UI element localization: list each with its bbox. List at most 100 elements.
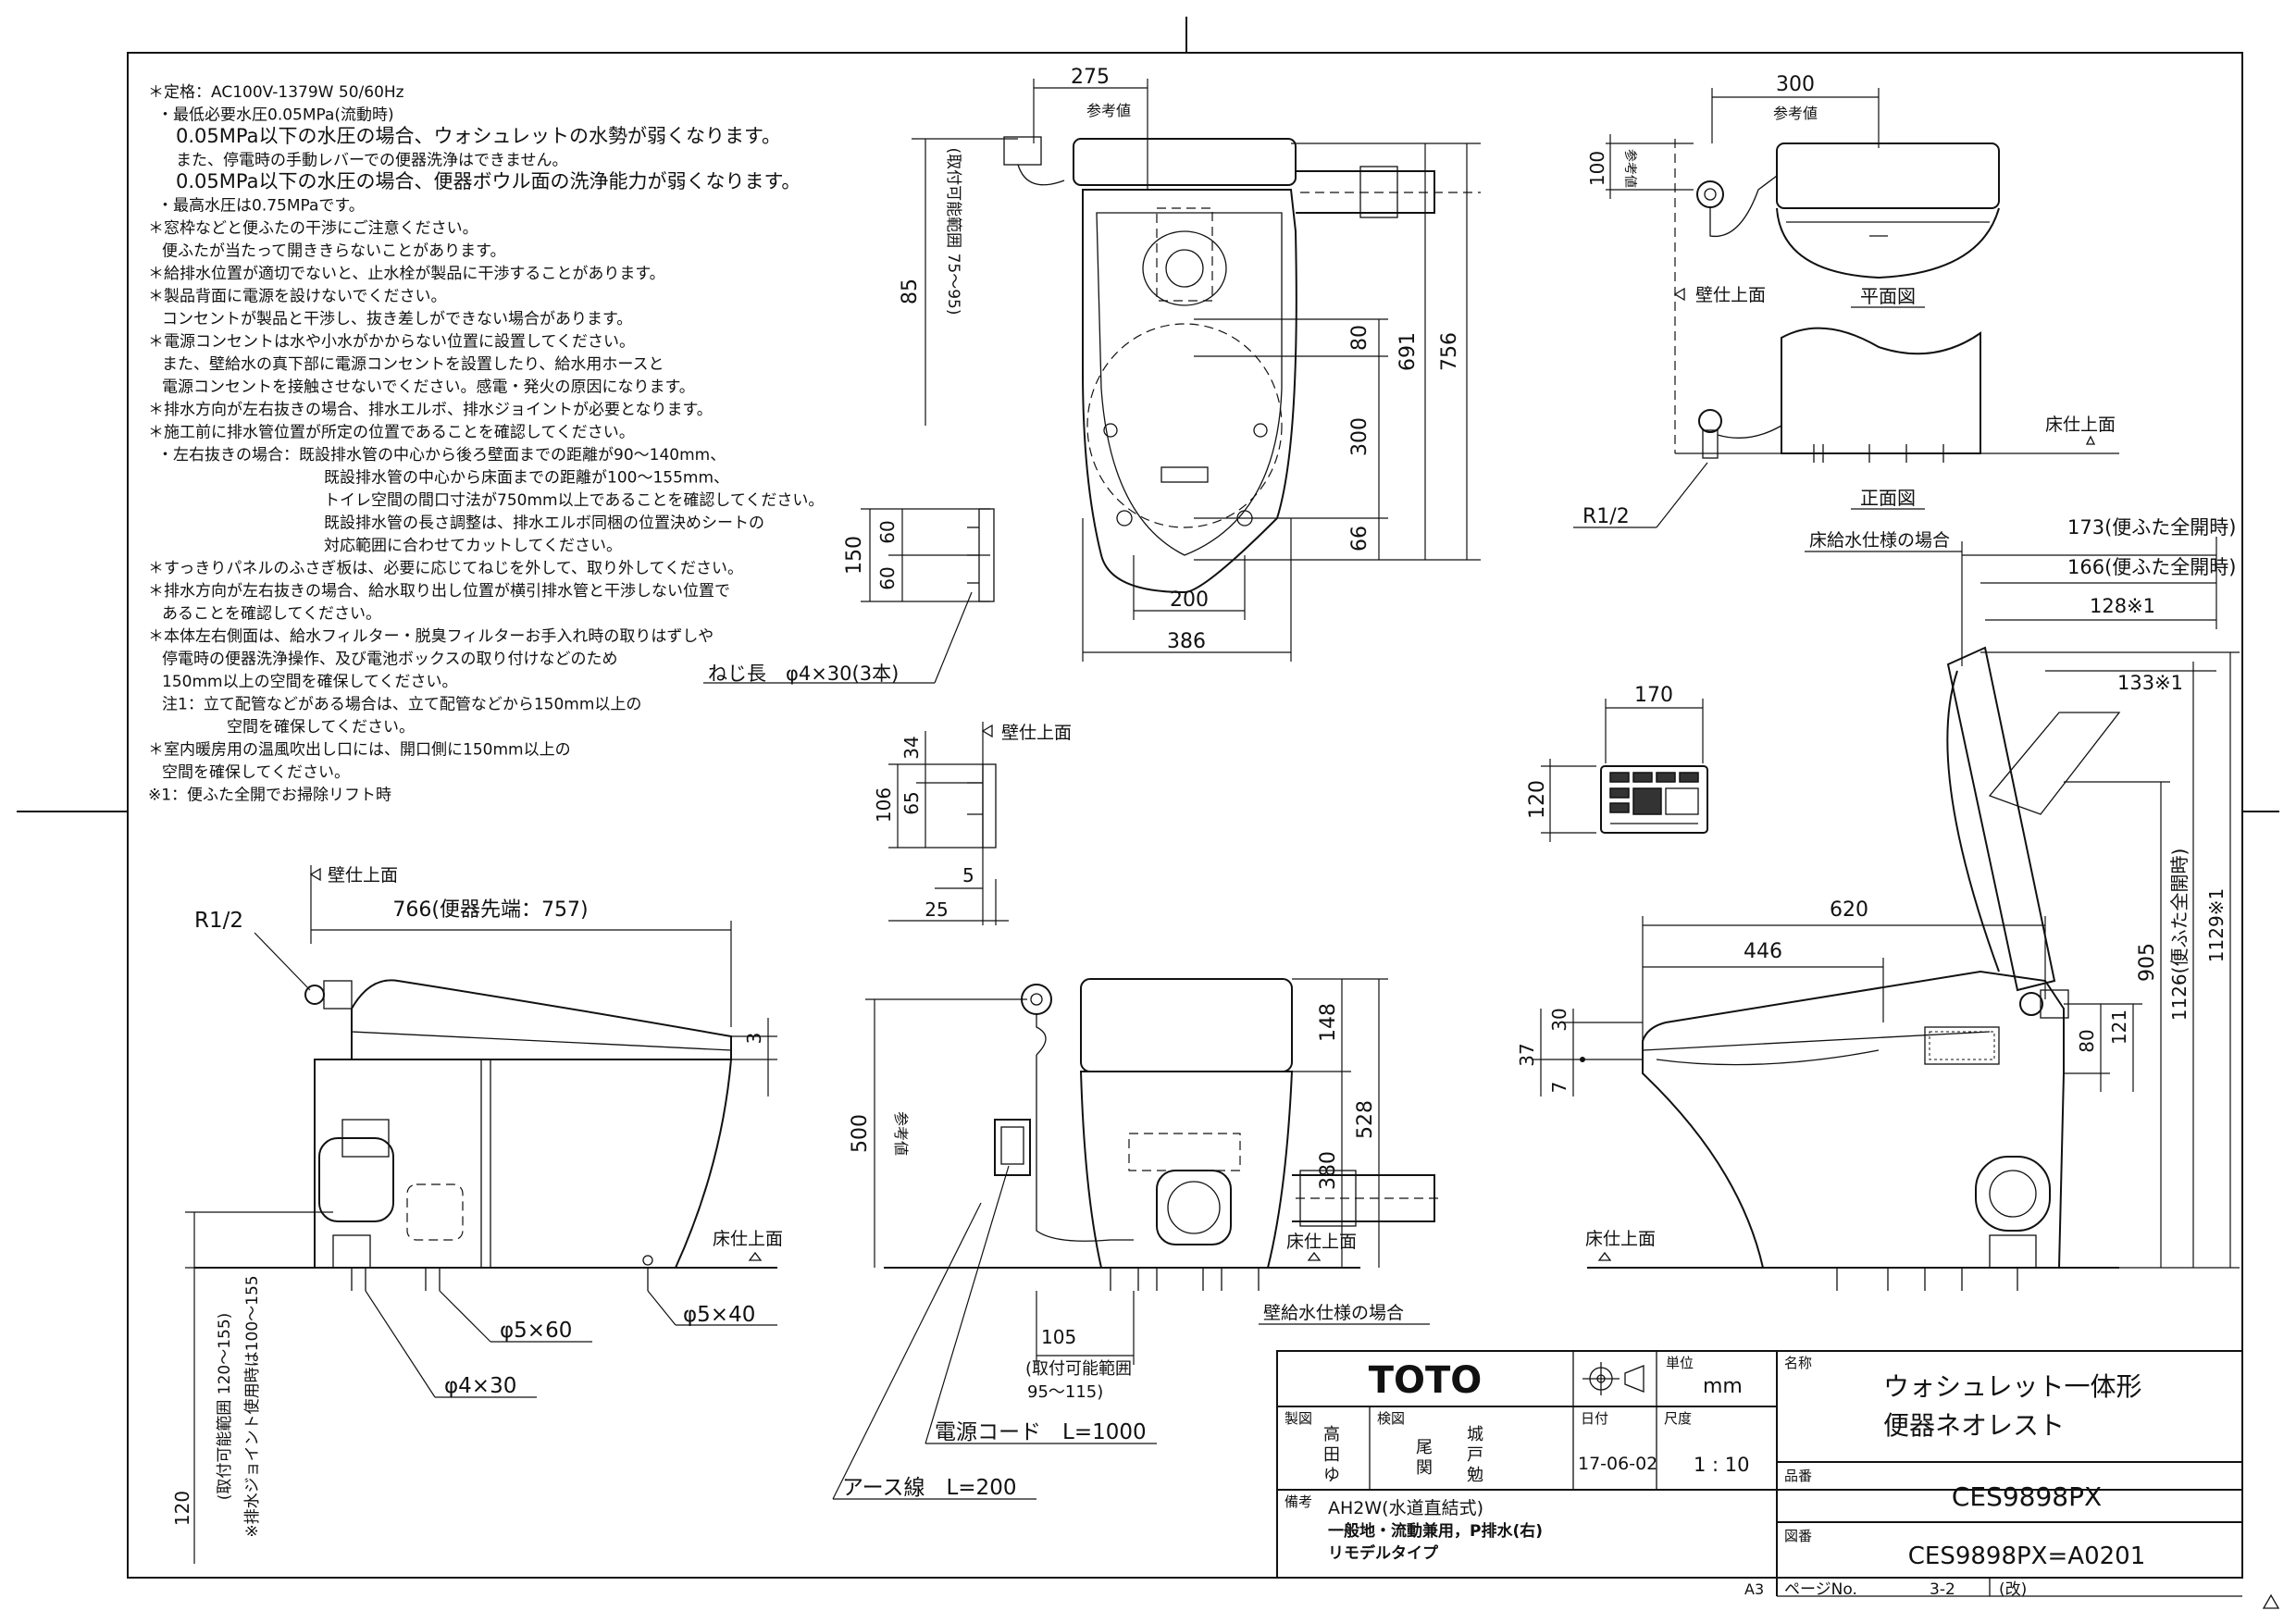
note-line: 既設排水管の長さ調整は、排水エルボ同梱の位置決めシートの	[324, 514, 764, 533]
dim-691: 691	[1396, 332, 1420, 371]
label-kabe-top-mid: 壁仕上面	[1001, 723, 1072, 743]
note-line: コンセントが製品と干渉し、抜き差しができない場合があります。	[162, 310, 632, 328]
dim-173: 173(便ふた全開時)	[2067, 516, 2236, 539]
kenzu-name-1: 尾	[1416, 1438, 1433, 1457]
page-value: 3-2	[1930, 1580, 1955, 1599]
bracket-detail-middle: 壁仕上面 34 65 106 5 25	[873, 722, 1072, 925]
note-line: ＊排水方向が左右抜きの場合、排水エルボ、排水ジョイントが必要となります。	[148, 401, 713, 419]
label-phi4x30: φ4×30	[444, 1374, 516, 1398]
note-line: ※1：便ふた全開でお掃除リフト時	[148, 787, 391, 805]
dim-100: 100	[1586, 151, 1608, 186]
biko-line-2: 一般地・流動兼用，P排水(右)	[1328, 1521, 1543, 1541]
note-line: ・最低必要水圧0.05MPa(流動時)	[157, 106, 394, 125]
label-kabe-kyusui: 壁給水仕様の場合	[1263, 1303, 1404, 1323]
meisho-line-2: 便器ネオレスト	[1883, 1410, 2065, 1441]
dim-1129: 1129※1	[2205, 888, 2228, 962]
label-yuka-top-side: 床仕上面	[713, 1229, 783, 1249]
title-block: TOTO 単位 mm 製図 高 田 ゆ 検図 尾 関 城 戸 勉 日付 17-0…	[1276, 1350, 2243, 1599]
note-line: 停電時の便器洗浄操作、及び電池ボックスの取り付けなどのため	[162, 650, 618, 669]
note-line: 150mm以上の空間を確保してください。	[162, 673, 458, 691]
dim-3: 3	[743, 1033, 765, 1045]
seizu-name-1: 高	[1323, 1425, 1340, 1444]
dim-66-top: 66	[1348, 526, 1371, 551]
dim-60b: 60	[876, 566, 899, 589]
dim-120-remote: 120	[1526, 780, 1549, 819]
dim-756: 756	[1438, 332, 1461, 371]
dim-300-top: 300	[1348, 417, 1371, 456]
tani-value: mm	[1703, 1375, 1743, 1398]
dim-905: 905	[2136, 943, 2159, 982]
dim-105: 105	[1041, 1326, 1076, 1348]
label-neji: ねじ長 φ4×30(3本)	[708, 663, 899, 685]
range-95-115-b: 95～115)	[1027, 1382, 1103, 1402]
note-line: 便ふたが当たって開ききらないことがあります。	[162, 242, 505, 261]
note-line: 対応範囲に合わせてカットしてください。	[324, 537, 622, 555]
dim-37: 37	[1516, 1043, 1538, 1066]
note-line: ＊電源コンセントは水や小水がかからない位置に設置してください。	[148, 333, 635, 352]
sheet-border	[127, 52, 2243, 1579]
kenzu-label: 検図	[1377, 1410, 1405, 1427]
hinban-label: 品番	[1784, 1468, 1812, 1484]
dim-1126: 1126(便ふた全開時)	[2168, 849, 2191, 1022]
brand-logo: TOTO	[1369, 1359, 1483, 1402]
range-75-95: (取付可能範囲 75～95)	[944, 148, 962, 316]
dim-106: 106	[873, 787, 895, 823]
label-sankouchi-top: 参考値	[1086, 102, 1131, 119]
top-plan-view: 275 参考値 80 300 66 691 756	[899, 66, 1481, 662]
note-line: ＊定格：AC100V-1379W 50/60Hz	[148, 83, 404, 102]
note-line: ＊窓枠などと便ふたの干渉にご注意ください。	[148, 219, 478, 238]
dim-275: 275	[1071, 66, 1110, 89]
label-phi5x40: φ5×40	[683, 1303, 755, 1327]
note-line: ＊施工前に排水管位置が所定の位置であることを確認してください。	[148, 424, 635, 442]
label-kabe-top-side: 壁仕上面	[328, 865, 398, 886]
note-line: ＊本体左右側面は、給水フィルター・脱臭フィルターお手入れ時の取りはずしや	[148, 627, 714, 646]
dim-446: 446	[1744, 940, 1782, 963]
zuban-value: CES9898PX=A0201	[1908, 1542, 2145, 1570]
hizuke-value: 17-06-02	[1578, 1454, 1657, 1474]
front-view-wall-supply: 床仕上面 148 380 528 500 参考値 壁給水仕様の場合 105 (取…	[832, 978, 1444, 1500]
hinban-value: CES9898PX	[1952, 1481, 2102, 1512]
dim-386: 386	[1167, 630, 1206, 653]
label-sankouchi-plan: 参考値	[1773, 105, 1818, 122]
shakudo-label: 尺度	[1664, 1410, 1692, 1427]
dim-766: 766(便器先端：757)	[392, 898, 588, 922]
dim-80-top: 80	[1348, 325, 1371, 351]
page-label: ページNo.	[1784, 1580, 1857, 1599]
dim-133: 133※1	[2117, 672, 2183, 694]
range-joint-100-155: ※排水ジョイント使用時は100～155	[242, 1275, 262, 1537]
remote-control: 170 120	[1526, 684, 1708, 842]
dim-528: 528	[1354, 1100, 1377, 1139]
range-120-155: (取付可能範囲 120～155)	[216, 1313, 234, 1501]
notes-block: ＊定格：AC100V-1379W 50/60Hz ・最低必要水圧0.05MPa(流…	[148, 83, 824, 805]
shakudo-value: 1 : 10	[1694, 1454, 1750, 1476]
label-kabe-top-plan: 壁仕上面	[1695, 285, 1766, 305]
note-line: ＊製品背面に電源を設けないでください。	[148, 288, 447, 306]
seizu-label: 製図	[1285, 1410, 1312, 1427]
label-heimenzu: 平面図	[1860, 285, 1916, 307]
meisho-label: 名称	[1784, 1355, 1812, 1371]
dim-166: 166(便ふた全開時)	[2067, 556, 2236, 578]
biko-line-3: リモデルタイプ	[1328, 1543, 1439, 1563]
dim-120-side: 120	[171, 1491, 193, 1526]
label-earth: アース線 L=200	[842, 1476, 1016, 1500]
corner-triangle-icon	[2262, 1593, 2280, 1609]
dim-200: 200	[1170, 588, 1209, 612]
dim-620: 620	[1830, 898, 1868, 922]
note-line: また、停電時の手動レバーでの便器洗浄はできません。	[176, 152, 567, 170]
note-line: ＊給排水位置が適切でないと、止水栓が製品に干渉することがあります。	[148, 265, 665, 283]
note-line: あることを確認してください。	[162, 605, 381, 624]
dim-380: 380	[1317, 1151, 1340, 1190]
note-line: また、壁給水の真下部に電源コンセントを設置したり、給水用ホースと	[162, 355, 664, 374]
zuban-label: 図番	[1784, 1528, 1812, 1544]
seizu-name-2: 田	[1323, 1445, 1340, 1465]
kenzu-name-3: 城	[1467, 1425, 1483, 1444]
range-95-115-a: (取付可能範囲	[1025, 1359, 1132, 1379]
label-r12-side: R1/2	[194, 909, 243, 933]
note-line: 注1：立て配管などがある場合は、立て配管などから150mm以上の	[162, 696, 641, 714]
dim-80-right: 80	[2076, 1029, 2098, 1052]
note-line: ＊排水方向が左右抜きの場合、給水取り出し位置が横引排水管と干渉しない位置で	[148, 582, 730, 601]
sheet-size: A3	[1744, 1580, 1764, 1598]
note-line: 0.05MPa以下の水圧の場合、ウォシュレットの水勢が弱くなります。	[176, 125, 781, 147]
dim-121: 121	[2108, 1010, 2130, 1045]
